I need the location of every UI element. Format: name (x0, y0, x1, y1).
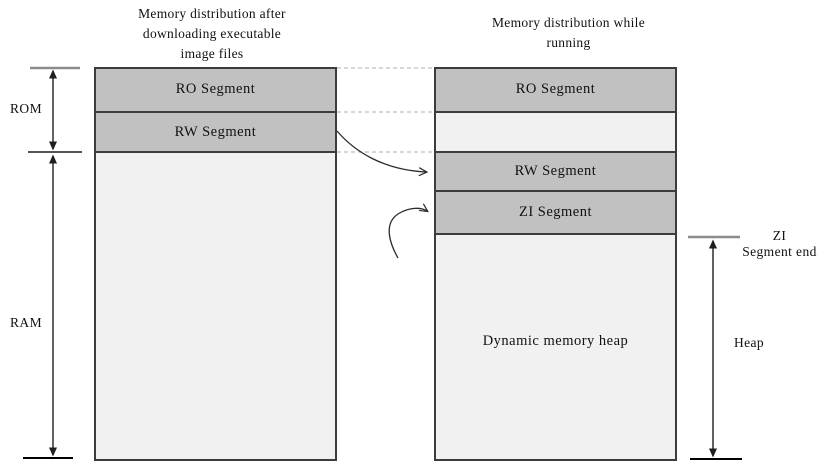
left-ro-segment-text: RO Segment (175, 81, 256, 97)
right-rw-segment-label: RW Segment (434, 152, 677, 191)
left-memory-box-outline (94, 67, 337, 461)
right-zi-segment-fill (434, 191, 677, 234)
dashed-connector-lines (337, 67, 433, 153)
right-ro-segment-label: RO Segment (434, 67, 677, 112)
right-column-title: Memory distribution while running (492, 15, 645, 50)
right-zi-segment-label: ZI Segment (434, 191, 677, 234)
left-rw-segment-label: RW Segment (94, 112, 337, 152)
left-rw-segment-fill (94, 112, 337, 152)
ram-range-label: RAM (10, 315, 42, 330)
right-rw-segment-fill (434, 152, 677, 191)
right-zi-segment-text: ZI Segment (518, 204, 593, 220)
rw-relocation-arrow (336, 130, 426, 172)
dynamic-heap-label: Dynamic memory heap (434, 330, 677, 352)
left-column-title: Memory distribution after downloading ex… (138, 6, 286, 61)
rom-range-label: ROM (10, 101, 42, 116)
right-ro-segment-text: RO Segment (515, 81, 596, 97)
zi-segment-end-line1: ZI (772, 228, 787, 243)
right-memory-box-fill (434, 67, 677, 461)
right-rw-segment-text: RW Segment (514, 163, 597, 179)
zi-segment-end-label: ZI Segment end (731, 228, 828, 260)
left-ro-segment-label: RO Segment (94, 67, 337, 112)
zi-pointer-arrow (388, 208, 427, 259)
left-ro-segment-fill (94, 67, 337, 112)
left-rw-segment-text: RW Segment (174, 123, 257, 140)
heap-range-label: Heap (733, 335, 765, 350)
zi-segment-end-line2: Segment end (742, 244, 817, 259)
right-ro-segment-fill (434, 67, 677, 112)
right-memory-box-outline (434, 67, 677, 461)
dynamic-heap-text: Dynamic memory heap (482, 332, 629, 349)
